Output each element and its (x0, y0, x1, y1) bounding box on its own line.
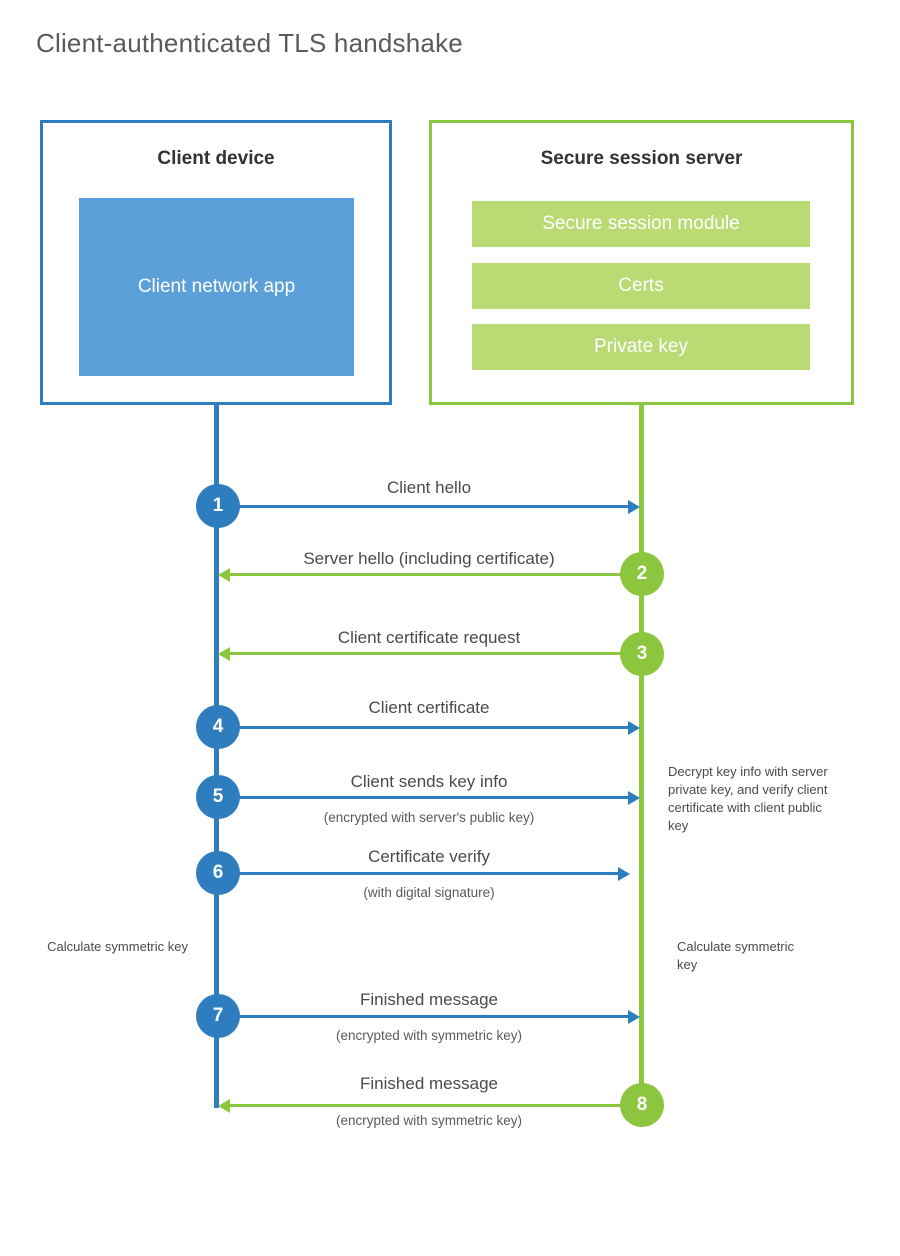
step-4-arrow-line (216, 726, 630, 729)
step-5-arrow-head (628, 790, 640, 805)
server-block-certs: Certs (472, 263, 810, 309)
step-3-arrow-head (218, 646, 230, 661)
step-5-label: Client sends key info (350, 772, 508, 791)
step-6-arrow-head (618, 866, 630, 881)
step-1-marker: 1 (196, 484, 240, 528)
step-1-arrow-head (628, 499, 640, 514)
step-8-label: Finished message (360, 1074, 498, 1093)
step-8-marker: 8 (620, 1083, 664, 1127)
step-6-arrow-line (216, 872, 620, 875)
step-7-arrow-head (628, 1009, 640, 1024)
step-7-label: Finished message (360, 990, 498, 1009)
step-2-marker: 2 (620, 552, 664, 596)
step-5-marker: 5 (196, 775, 240, 819)
step-6-sublabel: (with digital signature) (363, 885, 495, 900)
client-network-app-block: Client network app (79, 198, 354, 376)
secure-session-server-title: Secure session server (540, 148, 743, 169)
step-2-label: Server hello (including certificate) (303, 549, 555, 568)
step-4-label: Client certificate (368, 698, 490, 717)
page-title: Client-authenticated TLS handshake (36, 28, 463, 58)
step-3-label: Client certificate request (337, 628, 521, 647)
step-1-arrow-line (216, 505, 630, 508)
step-1-label: Client hello (386, 478, 472, 497)
step-4-marker: 4 (196, 705, 240, 749)
step-6-label: Certificate verify (368, 847, 490, 866)
step-7-sublabel: (encrypted with symmetric key) (335, 1028, 523, 1043)
client-device-title: Client device (157, 148, 275, 169)
step-4-arrow-head (628, 720, 640, 735)
step-2-arrow-head (218, 567, 230, 582)
step-6-marker: 6 (196, 851, 240, 895)
step-8-arrow-head (218, 1098, 230, 1113)
step-7-marker: 7 (196, 994, 240, 1038)
step-8-arrow-line (230, 1104, 642, 1107)
client-lifeline (214, 402, 219, 1108)
server-lifeline (639, 402, 644, 1105)
step-5-arrow-line (216, 796, 630, 799)
server-block-secure-session-module: Secure session module (472, 201, 810, 247)
step-8-sublabel: (encrypted with symmetric key) (335, 1113, 523, 1128)
step-3-marker: 3 (620, 632, 664, 676)
step-5-sublabel: (encrypted with server's public key) (323, 810, 535, 825)
server-calculate-symmetric-key-note: Calculate symmetric key (677, 939, 795, 972)
server-block-private-key: Private key (472, 324, 810, 370)
step-2-arrow-line (230, 573, 642, 576)
client-calculate-symmetric-key-note: Calculate symmetric key (47, 939, 188, 954)
server-decrypt-note: Decrypt key info with server private key… (668, 764, 828, 833)
step-3-arrow-line (230, 652, 642, 655)
step-7-arrow-line (216, 1015, 630, 1018)
